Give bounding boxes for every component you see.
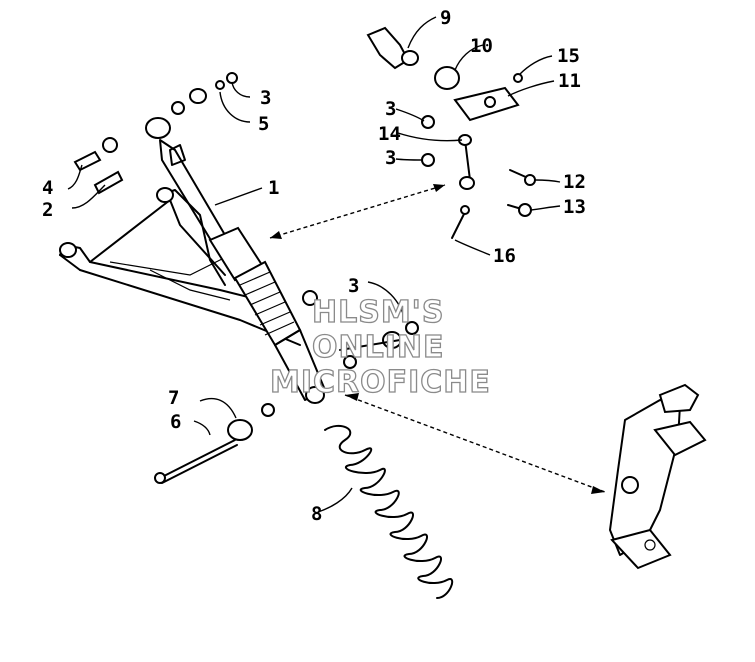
callout-9: 9: [440, 7, 451, 29]
callout-13: 13: [563, 196, 586, 218]
reference-arrows: [269, 184, 606, 494]
callout-14: 14: [378, 123, 401, 145]
callout-labels: 1 2 3 3 3 3 4 5 6 7 8 9 10 11 12 13 14 1…: [42, 7, 586, 525]
watermark: HLSM'S ONLINE MICROFICHE: [269, 294, 491, 400]
lower-mount-hardware: [154, 403, 275, 484]
spindle: [609, 383, 707, 570]
callout-16: 16: [493, 245, 516, 267]
leader-lines: [67, 16, 561, 513]
callout-7: 7: [168, 387, 179, 409]
callout-3-top: 3: [260, 87, 271, 109]
callout-3-mid: 3: [348, 275, 359, 297]
a-arm-frame: [59, 187, 301, 346]
callout-15: 15: [557, 45, 580, 67]
callout-2: 2: [42, 199, 53, 221]
callout-5: 5: [258, 113, 269, 135]
shock-absorber: [145, 117, 326, 404]
callout-10: 10: [470, 35, 493, 57]
callout-11: 11: [558, 70, 581, 92]
callout-8: 8: [311, 503, 322, 525]
upper-mount-hardware: [73, 72, 238, 195]
watermark-line-3: MICROFICHE: [270, 365, 491, 400]
callout-4: 4: [42, 177, 53, 199]
callout-3-right-lower: 3: [385, 147, 396, 169]
watermark-line-1: HLSM'S: [312, 295, 444, 330]
watermark-line-2: ONLINE: [312, 330, 445, 365]
bracket-assembly: [366, 26, 536, 239]
callout-3-right-upper: 3: [385, 98, 396, 120]
mid-hardware: [302, 290, 419, 369]
callout-1: 1: [268, 177, 279, 199]
callout-6: 6: [170, 411, 181, 433]
coil-spring: [324, 424, 454, 599]
callout-12: 12: [563, 171, 586, 193]
